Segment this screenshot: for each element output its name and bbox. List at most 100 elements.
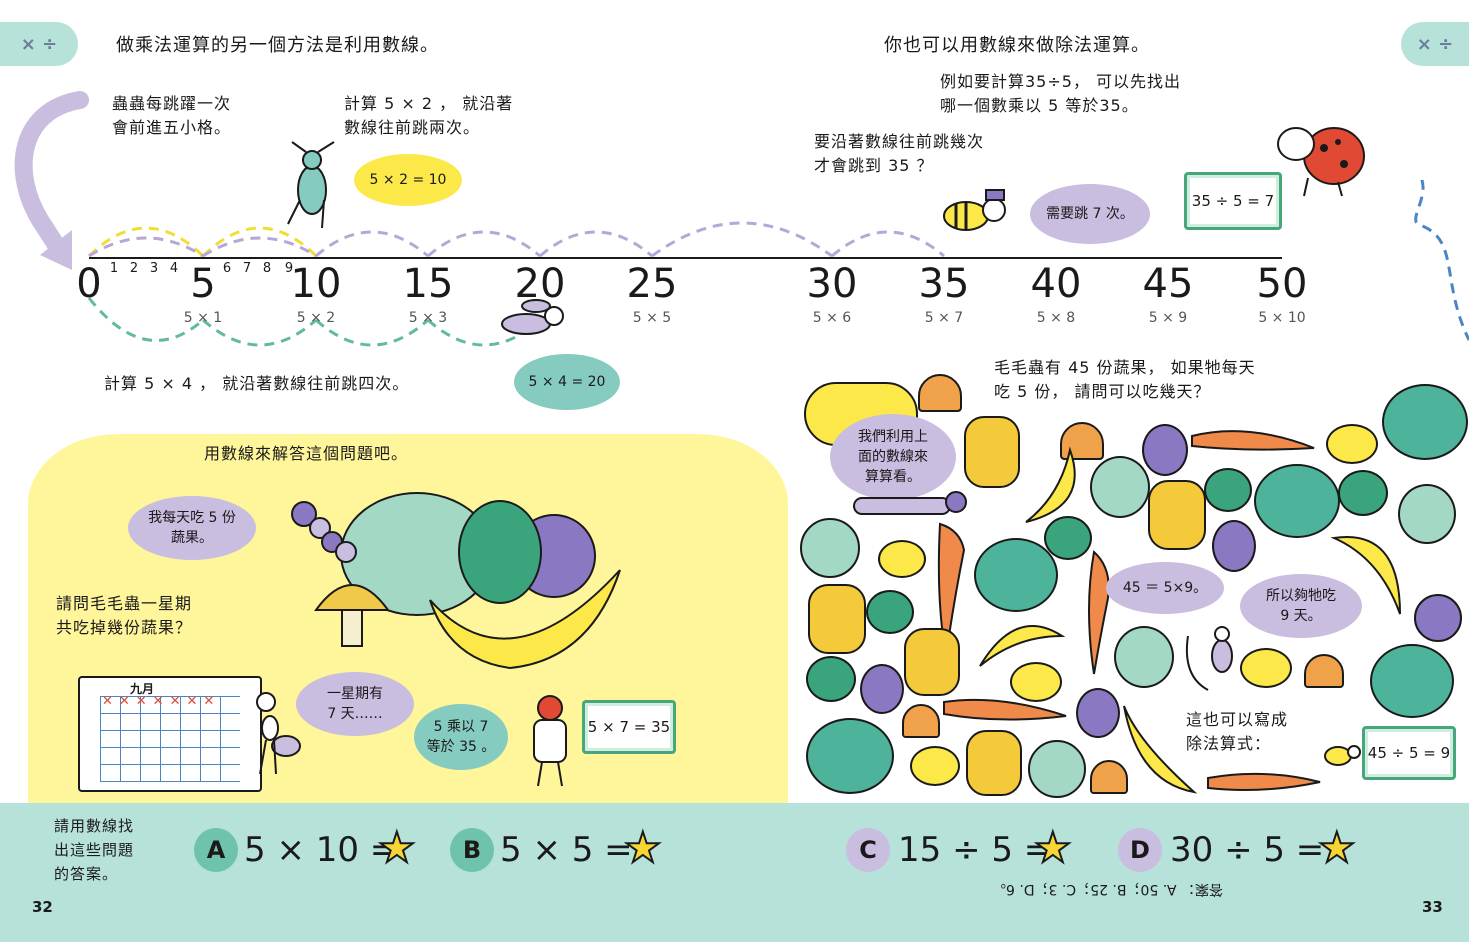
small-tick-label: 8 <box>262 261 272 276</box>
number-line-label: 15 <box>402 261 454 307</box>
broccoli-illustration <box>866 590 914 634</box>
mushroom-illustration <box>1304 654 1344 688</box>
ladybug-icon <box>533 695 567 787</box>
bee-icon <box>943 189 1006 231</box>
bubble-5x7: 5 乘以 7 等於 35 。 <box>414 704 508 770</box>
pepper-illustration <box>964 416 1020 488</box>
small-tick-label: 6 <box>222 261 232 276</box>
multiplication-label: 5 × 10 <box>1258 310 1306 326</box>
plum-illustration <box>860 664 904 714</box>
number-line-label: 20 <box>514 261 566 307</box>
bubble-jumps: 需要跳 7 次。 <box>1030 184 1150 244</box>
caterpillar-icon <box>291 501 357 563</box>
number-line-arcs <box>87 180 1469 347</box>
number-line-label: 30 <box>806 261 858 307</box>
problem-d-expression: 30 ÷ 5 = <box>1170 830 1325 870</box>
number-line-label: 5 <box>190 261 216 307</box>
calc-5x4-note: 計算 5 × 4 ， 就沿著數線往前跳四次。 <box>104 374 410 393</box>
banana-illustration <box>1330 536 1401 615</box>
plum-illustration <box>1212 520 1256 572</box>
ant-icon <box>256 692 301 775</box>
apple-illustration <box>800 518 860 578</box>
lemon-illustration <box>1326 424 1378 464</box>
carrot-illustration <box>1191 430 1315 451</box>
multiplication-label: 5 × 6 <box>812 310 852 326</box>
bubble-5x4: 5 × 4 = 20 <box>514 354 620 410</box>
calendar: 九月 ✕✕✕✕✕✕✕ <box>78 676 262 792</box>
problem-b-expression: 5 × 5 = <box>500 830 633 870</box>
lettuce-illustration <box>974 538 1058 612</box>
multiplication-label: 5 × 9 <box>1148 310 1188 326</box>
number-line-label: 10 <box>290 261 342 307</box>
lettuce-illustration <box>1370 644 1454 718</box>
answer-star-icon[interactable]: ★ <box>377 823 417 872</box>
corner-tab-right: × ÷ <box>1401 22 1469 66</box>
banana-illustration <box>979 625 1066 667</box>
plum-illustration <box>1076 688 1120 738</box>
small-tick-label: 9 <box>284 261 294 276</box>
upside-down-answers: 答案： A. 50；B. 25；C. 3；D. 6。 <box>992 881 1223 897</box>
broccoli-illustration <box>1044 516 1092 560</box>
apple-illustration <box>1090 456 1150 518</box>
small-tick-label: 2 <box>129 261 139 276</box>
caterpillar-question: 請問毛毛蟲一星期 共吃掉幾份蔬果？ <box>56 594 193 637</box>
mosquito-icon <box>501 299 564 335</box>
lemon-illustration <box>910 746 960 786</box>
lettuce-illustration <box>1254 464 1340 538</box>
fruit-question: 毛毛蟲有 45 份蔬果， 如果牠每天 吃 5 份， 請問可以吃幾天？ <box>994 358 1256 401</box>
answer-star-icon[interactable]: ★ <box>1317 823 1357 872</box>
plum-illustration <box>1142 424 1188 476</box>
answer-star-icon[interactable]: ★ <box>623 823 663 872</box>
pepper-illustration <box>904 628 960 696</box>
division-example-note: 例如要計算35÷5， 可以先找出 哪一個數乘以 5 等於35。 <box>940 72 1182 115</box>
grasshopper-icon <box>287 141 335 229</box>
ladybug-icon <box>1277 127 1365 197</box>
broccoli-illustration <box>806 656 856 702</box>
lemon-illustration <box>878 540 926 578</box>
multiplication-label: 5 × 5 <box>632 310 672 326</box>
calendar-grid <box>100 696 240 782</box>
caterpillar-prompt: 用數線來解答這個問題吧。 <box>204 444 409 463</box>
calc-5x2-note: 計算 5 × 2 ， 就沿著 數線往前跳兩次。 <box>344 94 514 137</box>
bubble-daily-intake: 我每天吃 5 份 蔬果。 <box>128 496 256 560</box>
mushroom-illustration <box>902 704 940 738</box>
calendar-crosses: ✕✕✕✕✕✕✕ <box>102 694 221 709</box>
small-tick-label: 3 <box>149 261 159 276</box>
multiplication-label: 5 × 7 <box>924 310 964 326</box>
apple-illustration <box>1398 484 1456 544</box>
multiplication-label: 5 × 1 <box>183 310 223 326</box>
multiply-divide-icon: × ÷ <box>20 33 58 55</box>
number-line-label: 35 <box>918 261 970 307</box>
bubble-9-days: 所以夠牠吃 9 天。 <box>1240 574 1362 638</box>
small-tick-label: 4 <box>169 261 179 276</box>
jump-question-note: 要沿著數線往前跳幾次 才會跳到 35 ？ <box>814 132 985 175</box>
bubble-use-number-line: 我們利用上 面的數線來 算算看。 <box>830 414 956 500</box>
broccoli-illustration <box>1204 468 1252 512</box>
multiply-divide-icon: × ÷ <box>1416 33 1454 55</box>
pepper-illustration <box>966 730 1022 796</box>
small-tick-label: 7 <box>242 261 252 276</box>
pepper-illustration <box>808 584 866 654</box>
number-line-label: 25 <box>626 261 678 307</box>
mushroom-illustration <box>1060 422 1104 460</box>
lettuce-illustration <box>806 718 894 794</box>
apple-illustration <box>1028 740 1086 798</box>
worm-and-grasshopper-icon <box>1180 626 1233 696</box>
carrot-illustration <box>1088 550 1110 675</box>
mushroom-illustration <box>1090 760 1128 794</box>
carrot-illustration <box>937 522 966 657</box>
exercise-footer <box>0 803 1469 942</box>
corner-tab-left: × ÷ <box>0 22 78 66</box>
lemon-illustration <box>1010 662 1062 702</box>
problem-a-expression: 5 × 10 = <box>244 830 399 870</box>
answer-star-icon[interactable]: ★ <box>1033 823 1073 872</box>
intro-right: 你也可以用數線來做除法運算。 <box>884 35 1150 56</box>
multiplication-label: 5 × 3 <box>408 310 448 326</box>
page-number-right: 33 <box>1422 898 1443 916</box>
number-line-label: 50 <box>1256 261 1308 307</box>
number-line-label: 40 <box>1030 261 1082 307</box>
problem-c-badge: C <box>846 828 890 872</box>
problem-c-expression: 15 ÷ 5 = <box>898 830 1053 870</box>
apple-illustration <box>1114 626 1174 688</box>
multiplication-label: 5 × 8 <box>1036 310 1076 326</box>
